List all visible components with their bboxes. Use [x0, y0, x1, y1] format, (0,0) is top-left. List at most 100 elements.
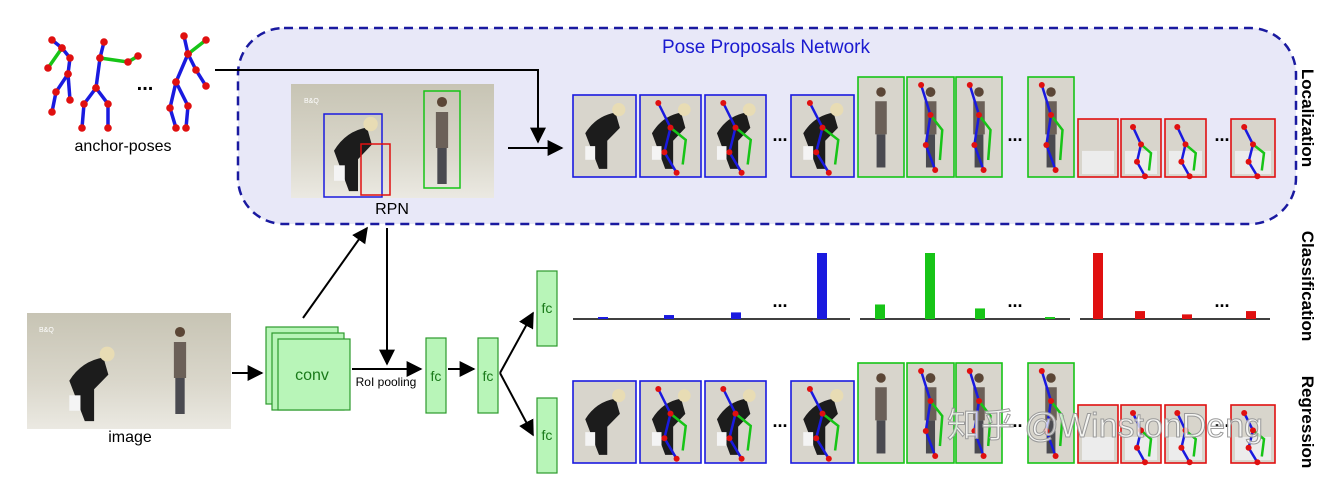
pose-limb — [1176, 126, 1191, 177]
pose-joint — [1178, 444, 1185, 451]
person-legs — [974, 420, 984, 454]
crop-green — [857, 76, 905, 178]
pose-joint — [927, 398, 934, 404]
anchor-poses-icon — [44, 32, 210, 132]
anchor-poses-label: anchor-poses — [75, 138, 172, 155]
crop-border — [1120, 404, 1162, 464]
crop-green — [955, 76, 1003, 178]
pose-joint — [806, 386, 813, 392]
anchor-joint — [78, 124, 86, 132]
fc-label-top: fc — [542, 300, 553, 316]
crop-red — [1120, 118, 1162, 180]
crop-blue — [639, 94, 702, 178]
pose-limb — [821, 126, 840, 165]
pose-limb — [1243, 126, 1259, 177]
pose-joint — [825, 169, 832, 176]
fc-label-1: fc — [431, 368, 442, 384]
fc2-to-top-arrow — [499, 311, 534, 374]
person-legs — [925, 134, 936, 168]
conv-block: conv — [265, 326, 351, 411]
class-bar-blue — [731, 312, 741, 319]
watermark: 知乎 @WinstonDeng — [947, 407, 1263, 445]
class-bar-green — [875, 304, 885, 319]
photo-background — [27, 313, 231, 429]
pose-limb — [808, 102, 830, 174]
anchor-limb — [66, 73, 72, 101]
crop-border — [955, 76, 1003, 178]
person-legs — [876, 420, 886, 454]
person-legs — [974, 134, 984, 168]
pose-limb — [978, 400, 992, 447]
anchor-joint — [48, 108, 56, 116]
bar-ellipsis: ... — [1007, 291, 1022, 311]
anchor-arrow — [215, 69, 546, 144]
crop-border — [704, 94, 767, 178]
crop-blue — [639, 380, 702, 464]
pose-joint — [1130, 124, 1136, 130]
person-head — [925, 87, 936, 97]
pose-joint — [673, 169, 680, 176]
crop-border — [955, 362, 1003, 464]
pose-joint — [661, 149, 668, 156]
pose-joint — [661, 435, 668, 442]
pose-limb — [657, 102, 678, 174]
fc-block-top: fc — [536, 270, 558, 347]
pose-joint — [732, 410, 739, 417]
person-head — [677, 103, 691, 116]
class-bar-green — [975, 308, 985, 319]
person-shirt — [173, 342, 187, 378]
crop-green — [955, 362, 1003, 464]
crop-green — [1027, 76, 1075, 178]
roi-pooling-label: RoI pooling — [356, 375, 417, 389]
pose-limb — [821, 412, 840, 451]
crop-blue — [572, 380, 637, 464]
pose-joint — [932, 167, 939, 173]
crop-border — [857, 362, 905, 464]
crop-red — [1077, 118, 1119, 178]
pose-limb — [1252, 143, 1266, 171]
person-head — [830, 389, 844, 403]
pose-joint — [1245, 444, 1252, 451]
regression-crops: ......... — [572, 362, 1276, 466]
pose-joint — [922, 428, 929, 434]
anchor-joint — [96, 54, 104, 62]
paint-tray — [585, 432, 596, 446]
pose-joint — [1250, 141, 1256, 148]
anchor-joint — [172, 78, 180, 86]
person-head — [1046, 87, 1056, 97]
crop-floor — [1082, 150, 1114, 175]
pose-limb — [1184, 143, 1198, 171]
anchor-joint — [92, 84, 100, 92]
class-bar-blue — [817, 253, 827, 319]
pose-joint — [806, 100, 813, 106]
pose-joint — [1245, 158, 1252, 165]
pose-limb — [1243, 412, 1259, 463]
person-head — [612, 103, 626, 117]
anchor-limb — [46, 46, 64, 70]
person-shirt — [875, 101, 887, 135]
crop-border — [572, 94, 637, 178]
pose-joint — [738, 455, 745, 462]
pose-joint — [1182, 427, 1189, 434]
person-head — [612, 389, 626, 403]
pose-joint — [1038, 368, 1045, 374]
fc-label-2: fc — [483, 368, 494, 384]
pose-joint — [980, 167, 987, 173]
flow-arrows — [215, 69, 564, 437]
person-head — [436, 96, 448, 108]
pose-joint — [1043, 142, 1050, 148]
pose-joint — [1178, 158, 1185, 165]
pose-joint — [1134, 158, 1140, 165]
person-legs — [437, 148, 447, 184]
anchor-ellipsis: ... — [137, 73, 154, 95]
pose-joint — [918, 82, 925, 88]
person-head — [974, 373, 984, 383]
crop-blue — [790, 380, 855, 464]
pose-joint — [966, 82, 973, 88]
paint-tray — [716, 432, 727, 446]
pose-limb — [978, 114, 992, 161]
pose-joint — [813, 149, 820, 156]
pose-joint — [971, 428, 978, 434]
paint-tray — [803, 146, 814, 160]
pose-limb — [1131, 412, 1147, 463]
